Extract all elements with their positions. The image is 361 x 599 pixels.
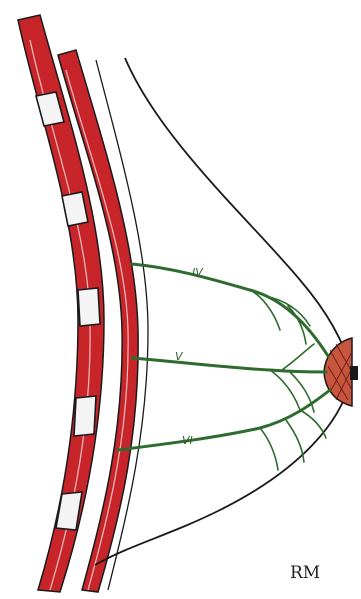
artist-signature: RM xyxy=(290,563,320,583)
nerve-v xyxy=(132,358,326,372)
intercostal-nerves xyxy=(118,264,330,470)
nerve-label-iv: IV xyxy=(192,266,204,279)
rib xyxy=(78,288,100,326)
nipple-areola xyxy=(324,338,358,406)
nerve-iv-branch xyxy=(250,290,310,344)
nerve-label-v: V xyxy=(175,350,184,363)
nerve-v-branch xyxy=(270,344,314,412)
nerve-label-vi: VI xyxy=(182,434,193,447)
rib xyxy=(74,396,96,436)
